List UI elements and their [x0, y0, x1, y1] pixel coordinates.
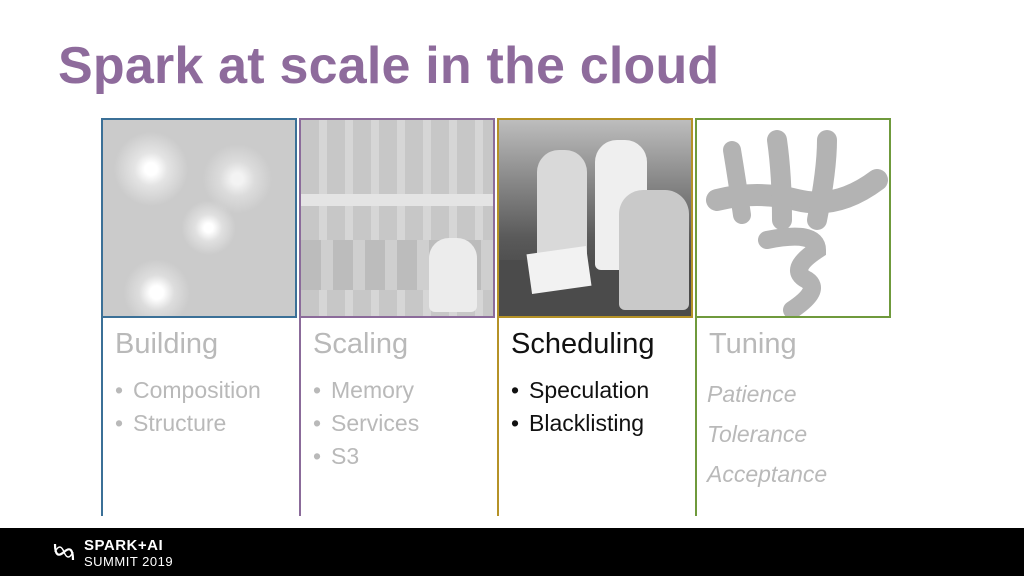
building-list: •Composition •Structure: [115, 374, 261, 440]
footer-logo-line2: SUMMIT 2019: [84, 554, 174, 569]
footer-bar: SPARK+AI SUMMIT 2019: [0, 528, 1024, 576]
column-tuning: Tuning Patience Tolerance Acceptance: [695, 118, 891, 516]
tuning-divider: [695, 316, 697, 516]
list-item: Patience: [707, 381, 797, 407]
tuning-list: Patience Tolerance Acceptance: [707, 374, 827, 494]
scheduling-image-frame: [497, 118, 693, 318]
list-item: •Structure: [115, 410, 227, 436]
list-item: •Services: [313, 410, 420, 436]
tuning-image-frame: [695, 118, 891, 318]
tuning-heading: Tuning: [709, 328, 797, 360]
scaling-image-frame: [299, 118, 495, 318]
building-divider: [101, 316, 103, 516]
scheduling-heading: Scheduling: [511, 328, 655, 360]
column-scheduling: Scheduling •Speculation •Blacklisting: [497, 118, 693, 516]
scaling-divider: [299, 316, 301, 516]
computer-room-image: [301, 120, 493, 316]
building-heading: Building: [115, 328, 219, 360]
mission-control-image: [499, 120, 691, 316]
list-item: •Blacklisting: [511, 410, 645, 436]
list-item: •Speculation: [511, 377, 650, 403]
list-item: •Composition: [115, 377, 261, 403]
scheduling-list: •Speculation •Blacklisting: [511, 374, 649, 440]
list-item: •Memory: [313, 377, 415, 403]
list-item: Tolerance: [707, 421, 808, 447]
scaling-heading: Scaling: [313, 328, 409, 360]
building-image-frame: [101, 118, 297, 318]
spark-ai-logo-icon: [53, 543, 75, 561]
list-item: Acceptance: [707, 461, 828, 487]
galaxy-image: [103, 120, 295, 316]
scheduling-divider: [497, 316, 499, 516]
scaling-list: •Memory •Services •S3: [313, 374, 419, 473]
column-scaling: Scaling •Memory •Services •S3: [299, 118, 495, 516]
calligraphy-image: [697, 120, 889, 316]
list-item: •S3: [313, 443, 360, 469]
slide-title: Spark at scale in the cloud: [58, 37, 720, 95]
column-building: Building •Composition •Structure: [101, 118, 297, 516]
footer-logo-line1: SPARK+AI: [84, 537, 164, 554]
